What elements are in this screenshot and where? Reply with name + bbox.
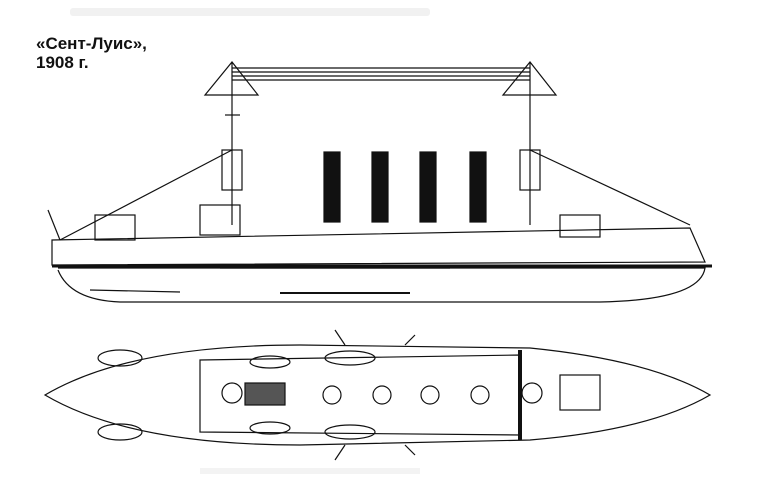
funnels xyxy=(323,151,487,223)
ship-year: 1908 г. xyxy=(36,53,89,72)
side-profile xyxy=(47,61,712,303)
bleed-through-text xyxy=(200,468,420,474)
plan-view xyxy=(43,329,712,461)
figure-caption: «Сент-Луис», 1908 г. xyxy=(36,34,147,72)
main-mast xyxy=(501,61,691,226)
fore-mast xyxy=(59,61,260,241)
ship-name: «Сент-Луис», xyxy=(36,34,147,53)
bleed-through-text xyxy=(70,8,430,16)
